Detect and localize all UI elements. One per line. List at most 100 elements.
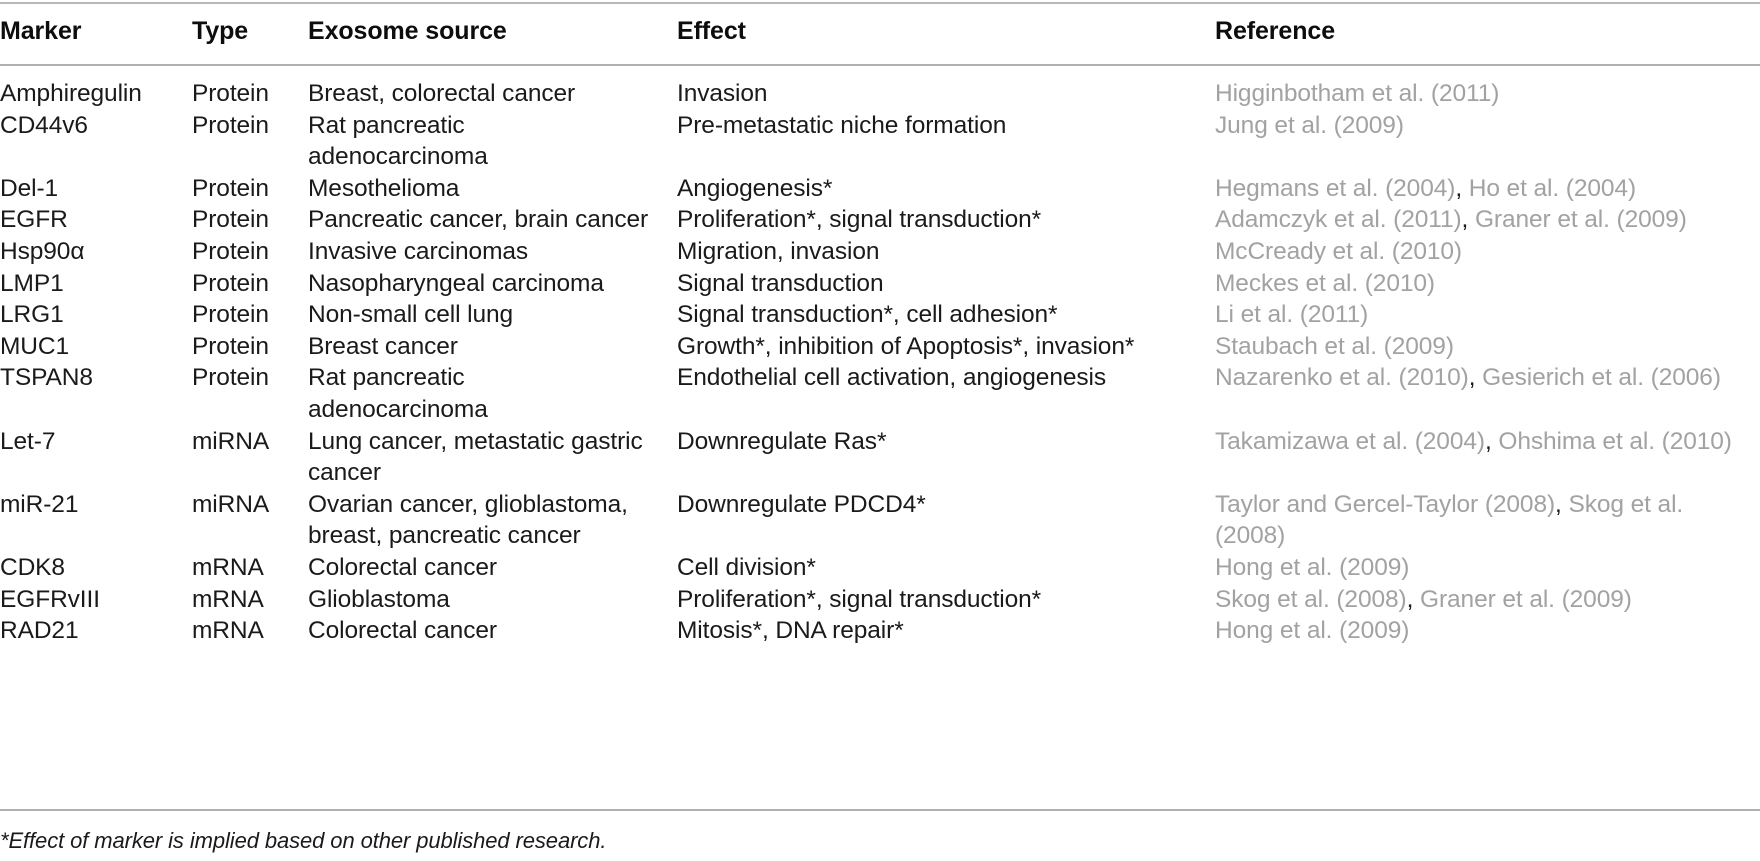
- table-row: MUC1 Protein Breast cancer Growth*, inhibit…: [0, 331, 1760, 363]
- cell-source: Lung cancer, metastatic gastric cancer: [308, 427, 643, 487]
- reference-citation: Hegmans et al. (2004): [1215, 174, 1456, 202]
- table-row: LRG1 Protein Non-small cell lung Signal tra…: [0, 299, 1760, 331]
- cell-type: Protein: [192, 269, 269, 297]
- table-header-rule: [0, 64, 1760, 66]
- column-header-type: Type: [192, 16, 249, 45]
- cell-type: Protein: [192, 80, 269, 107]
- cell-type: Protein: [192, 111, 269, 139]
- cell-type: mRNA: [192, 617, 264, 645]
- cell-source: Colorectal cancer: [308, 553, 497, 581]
- reference-separator: ,: [1461, 206, 1475, 234]
- cell-reference: Hong et al. (2009): [1190, 615, 1760, 647]
- exosomal-marker-table: Marker Type Exosome source Effect Refere…: [0, 0, 1760, 647]
- cell-reference: Nazarenko et al. (2010), Gesierich et al…: [1190, 362, 1760, 425]
- cell-marker: TSPAN8: [0, 364, 93, 392]
- cell-effect: Signal transduction*, cell adhesion*: [677, 301, 1058, 329]
- table-row: Let-7 miRNA Lung cancer, metastatic gastri…: [0, 426, 1760, 489]
- cell-type: miRNA: [192, 427, 270, 455]
- table-row: Amphiregulin Protein Breast, colorectal ca…: [0, 62, 1760, 110]
- cell-effect: Downregulate Ras*: [677, 427, 887, 455]
- cell-reference: Li et al. (2011): [1190, 299, 1760, 331]
- cell-source: Glioblastoma: [308, 585, 450, 613]
- cell-marker: MUC1: [0, 332, 70, 360]
- reference-separator: ,: [1468, 364, 1483, 392]
- cell-type: Protein: [192, 301, 269, 329]
- cell-source: Breast cancer: [308, 332, 458, 360]
- cell-marker: EGFRvIII: [0, 585, 100, 613]
- cell-reference: Higginbotham et al. (2011): [1190, 62, 1760, 110]
- cell-marker: Amphiregulin: [0, 80, 142, 107]
- reference-citation: Graner et al. (2009): [1474, 206, 1687, 234]
- column-header-source: Exosome source: [308, 16, 507, 45]
- column-header-effect: Effect: [677, 16, 746, 45]
- cell-source: Nasopharyngeal carcinoma: [308, 269, 604, 297]
- column-header-marker: Marker: [0, 16, 82, 45]
- reference-citation: Adamczyk et al. (2011): [1215, 206, 1462, 234]
- reference-citation: Jung et al. (2009): [1215, 111, 1404, 139]
- cell-effect: Migration, invasion: [677, 237, 880, 265]
- table-bottom-rule: [0, 809, 1760, 811]
- cell-effect: Cell division*: [677, 553, 816, 581]
- cell-type: Protein: [192, 206, 269, 234]
- cell-source: Invasive carcinomas: [308, 237, 529, 265]
- cell-reference: Staubach et al. (2009): [1190, 331, 1760, 363]
- column-header-reference: Reference: [1215, 16, 1335, 45]
- reference-citation: Higginbotham et al. (2011): [1215, 80, 1500, 107]
- reference-citation: Ho et al. (2004): [1468, 174, 1637, 202]
- cell-type: Protein: [192, 237, 269, 265]
- cell-reference: Hong et al. (2009): [1190, 552, 1760, 584]
- reference-citation: Skog et al. (2008): [1215, 585, 1407, 613]
- cell-type: mRNA: [192, 585, 264, 613]
- reference-citation: McCready et al. (2010): [1215, 237, 1462, 265]
- cell-source: Colorectal cancer: [308, 617, 497, 645]
- cell-type: mRNA: [192, 553, 264, 581]
- cell-marker: EGFR: [0, 206, 68, 234]
- table-header-row: Marker Type Exosome source Effect Refere…: [0, 0, 1760, 62]
- cell-source: Mesothelioma: [308, 174, 460, 202]
- cell-effect: Invasion: [677, 80, 768, 107]
- reference-citation: Staubach et al. (2009): [1215, 332, 1454, 360]
- cell-reference: Taylor and Gercel-Taylor (2008), Skog et…: [1190, 489, 1760, 552]
- reference-citation: Gesierich et al. (2006): [1482, 364, 1721, 392]
- cell-reference: Hegmans et al. (2004), Ho et al. (2004): [1190, 173, 1760, 205]
- cell-type: miRNA: [192, 490, 270, 518]
- cell-type: Protein: [192, 332, 269, 360]
- cell-reference: Takamizawa et al. (2004), Ohshima et al.…: [1190, 426, 1760, 489]
- table-top-rule: [0, 2, 1760, 4]
- cell-marker: Let-7: [0, 427, 56, 455]
- cell-effect: Growth*, inhibition of Apoptosis*, invas…: [677, 332, 1135, 360]
- table-footnote: *Effect of marker is implied based on ot…: [0, 828, 607, 853]
- cell-source: Breast, colorectal cancer: [308, 80, 576, 107]
- cell-effect: Endothelial cell activation, angiogenesi…: [677, 364, 1107, 392]
- cell-marker: RAD21: [0, 617, 79, 645]
- reference-separator: ,: [1555, 490, 1569, 518]
- reference-citation: Taylor and Gercel-Taylor (2008): [1215, 490, 1556, 518]
- reference-citation: Hong et al. (2009): [1215, 553, 1410, 581]
- cell-source: Rat pancreatic adenocarcinoma: [308, 111, 488, 171]
- cell-reference: Skog et al. (2008), Graner et al. (2009): [1190, 584, 1760, 616]
- reference-citation: Graner et al. (2009): [1420, 585, 1632, 613]
- reference-citation: Takamizawa et al. (2004): [1215, 427, 1485, 455]
- reference-separator: ,: [1484, 427, 1499, 455]
- cell-effect: Downregulate PDCD4*: [677, 490, 926, 518]
- cell-effect: Pre-metastatic niche formation: [677, 111, 1007, 139]
- reference-citation: Nazarenko et al. (2010): [1215, 364, 1469, 392]
- cell-marker: LRG1: [0, 301, 64, 329]
- reference-citation: Ohshima et al. (2010): [1498, 427, 1732, 455]
- cell-reference: Adamczyk et al. (2011), Graner et al. (2…: [1190, 204, 1760, 236]
- cell-source: Ovarian cancer, glioblastoma, breast, pa…: [308, 490, 628, 550]
- cell-source: Non-small cell lung: [308, 301, 514, 329]
- reference-citation: Hong et al. (2009): [1215, 617, 1410, 645]
- reference-separator: ,: [1455, 174, 1469, 202]
- cell-marker: LMP1: [0, 269, 64, 297]
